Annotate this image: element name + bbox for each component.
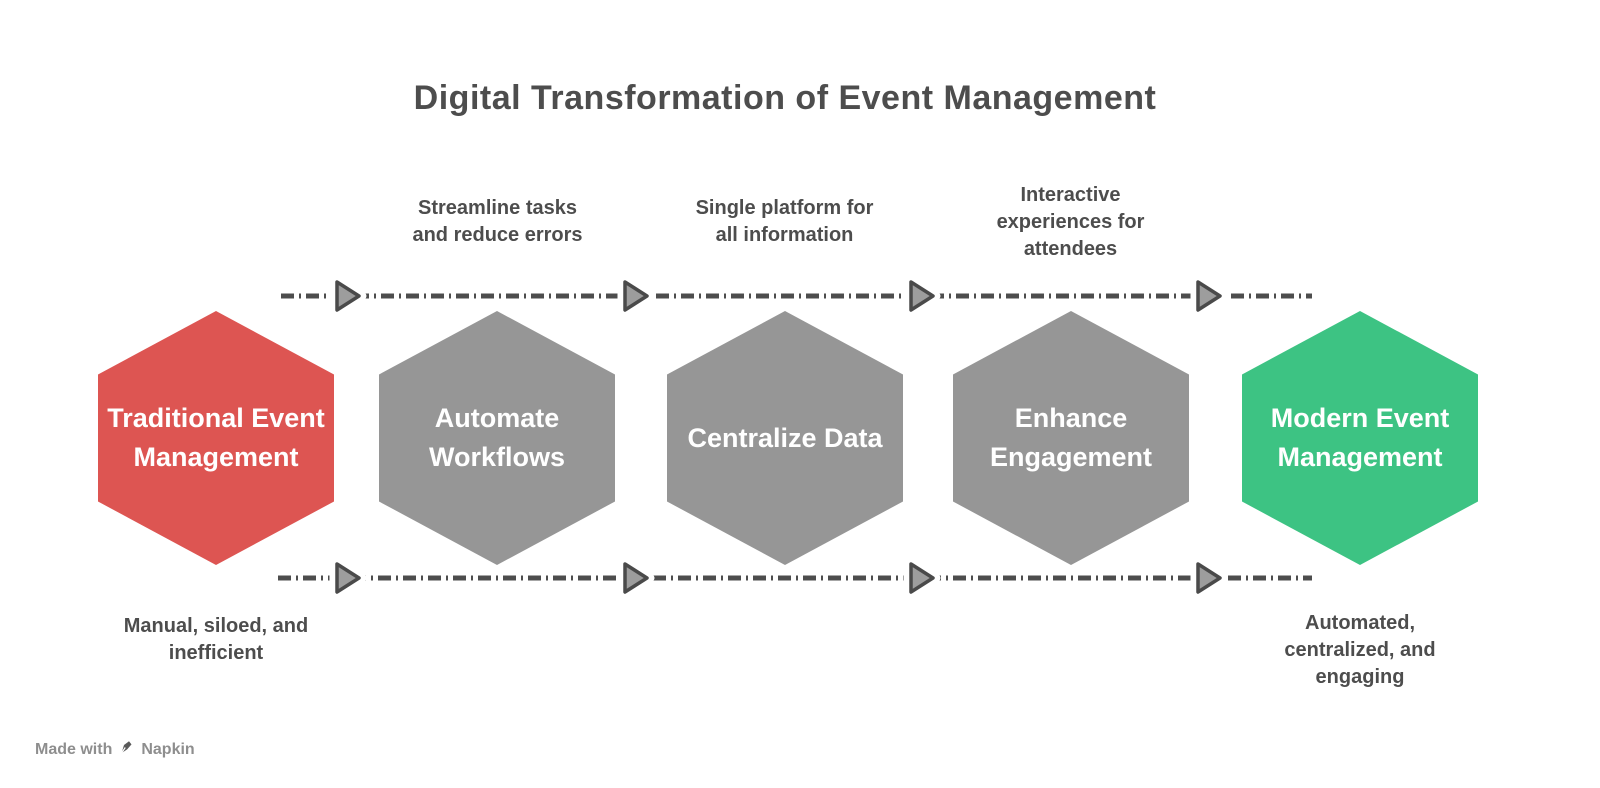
arrowhead-icon	[903, 555, 941, 601]
stage-label: Automate Workflows	[428, 403, 565, 472]
stage-note-centralize: Single platform for all information	[695, 197, 874, 246]
hexagon-shape	[91, 303, 341, 573]
hexagon-shape	[1235, 303, 1485, 573]
stage-note-enhance: Interactive experiences for attendees	[996, 183, 1145, 260]
stage-note-modern: Automated, centralized, and engaging	[1284, 611, 1436, 688]
watermark-prefix: Made with	[35, 741, 113, 758]
stage-label: Modern Event Management	[1270, 403, 1450, 472]
arrowhead-icon	[1190, 555, 1228, 601]
arrowhead-icon	[617, 555, 655, 601]
stage-node-enhance: Enhance Engagement	[946, 303, 1196, 573]
hexagon-shape	[660, 303, 910, 573]
stage-label: Traditional Event Management	[107, 403, 325, 472]
arrowhead-icon	[617, 273, 655, 319]
watermark-brand: Napkin	[141, 741, 195, 758]
stage-node-traditional: Traditional Event Management	[91, 303, 341, 573]
stage-label: Centralize Data	[687, 422, 883, 453]
stage-node-centralize: Centralize Data	[660, 303, 910, 573]
arrowhead-icon	[329, 273, 367, 319]
diagram-title: Digital Transformation of Event Manageme…	[413, 79, 1157, 117]
stage-node-modern: Modern Event Management	[1235, 303, 1485, 573]
stage-label: Enhance Engagement	[989, 403, 1153, 472]
stage-note-automate: Streamline tasks and reduce errors	[412, 197, 583, 246]
hexagon-shape	[946, 303, 1196, 573]
arrowhead-icon	[903, 273, 941, 319]
napkin-watermark: Made with Napkin	[35, 740, 195, 760]
arrowhead-icon	[1190, 273, 1228, 319]
napkin-pen-icon	[119, 740, 134, 760]
arrowhead-icon	[329, 555, 367, 601]
stage-node-automate: Automate Workflows	[372, 303, 622, 573]
stage-note-traditional: Manual, siloed, and inefficient	[123, 615, 309, 664]
hexagon-shape	[372, 303, 622, 573]
